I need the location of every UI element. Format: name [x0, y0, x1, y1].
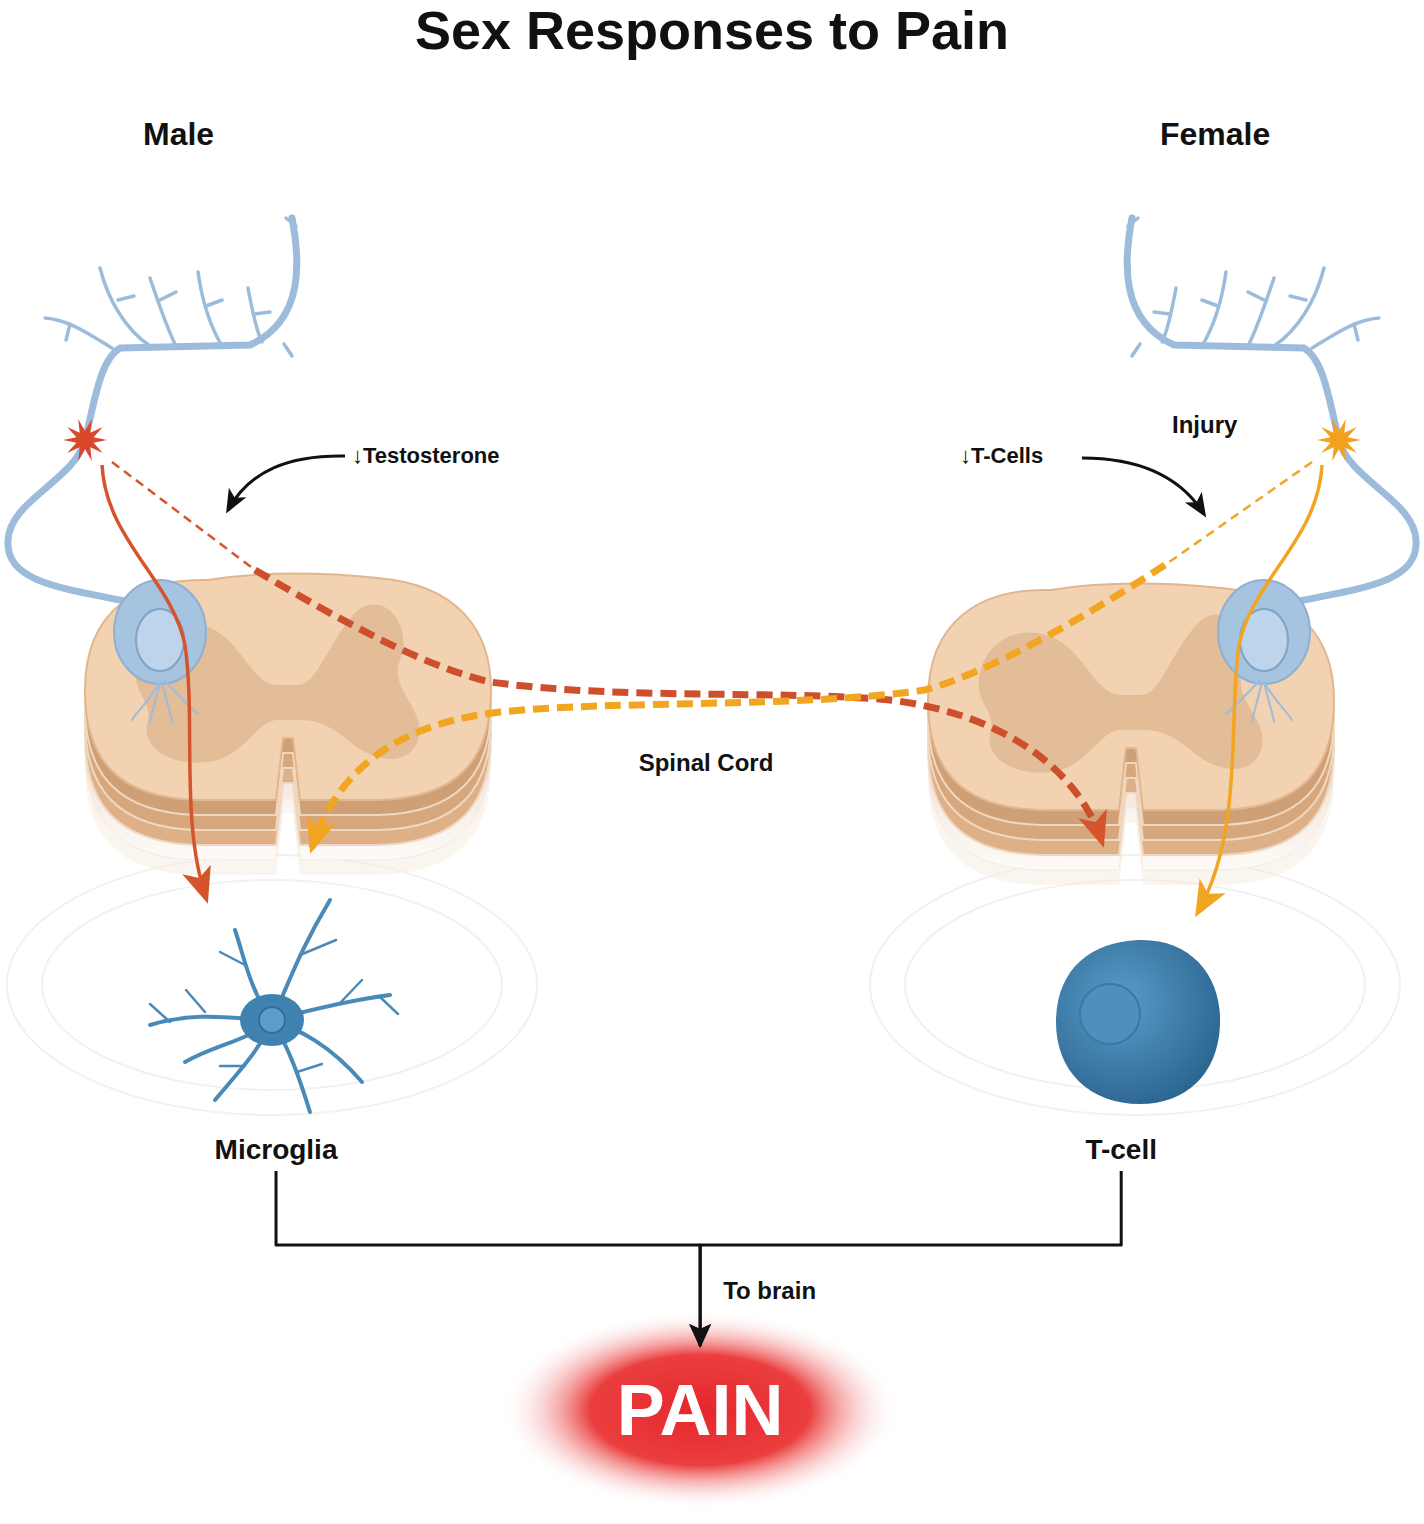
injury-label: Injury: [1172, 411, 1237, 440]
pain-box: PAIN: [601, 1346, 800, 1458]
pain-pathways: [102, 462, 1322, 912]
node-text: PAIN: [617, 1374, 784, 1446]
cell-label-box: T-cell: [1079, 1133, 1163, 1167]
bracket-connector: [276, 1171, 700, 1346]
curved-arrow: [228, 456, 345, 510]
cell-process: [186, 990, 205, 1012]
cell-process: [380, 997, 398, 1014]
cell-process: [220, 952, 245, 965]
injury-star: [1317, 419, 1361, 461]
structure-label: Spinal Cord: [639, 749, 774, 778]
factor-label: ↓T-Cells: [960, 443, 1043, 469]
cell-body: [240, 994, 304, 1046]
cell-process: [297, 1064, 322, 1072]
cell-process: [150, 1004, 170, 1022]
t-cell: [1056, 940, 1220, 1104]
cell-nucleus: [1080, 984, 1140, 1044]
edge-label: To brain: [720, 1277, 819, 1306]
injury-star: [63, 419, 107, 461]
diagram-title: Sex Responses to Pain: [0, 0, 1424, 62]
cell-process: [300, 940, 336, 955]
factor-label: ↓Testosterone: [352, 443, 500, 469]
node-text: T-cell: [1085, 1136, 1157, 1164]
dashed-pathway: [112, 462, 255, 570]
sex-heading: Female: [1160, 115, 1270, 153]
cell-label-box: Microglia: [209, 1133, 344, 1167]
ripples: [7, 855, 1400, 1115]
male-neuron: [8, 218, 297, 722]
dashed-pathway: [312, 565, 1165, 848]
ripple: [42, 880, 502, 1090]
solid-pathway: [102, 465, 206, 898]
sex-heading: Male: [143, 115, 214, 153]
microglia-cell: [150, 900, 398, 1112]
bracket-connector: [700, 1171, 1121, 1346]
cell-nucleus: [259, 1007, 285, 1033]
curved-arrow: [1082, 458, 1204, 514]
solid-pathway: [1198, 465, 1322, 912]
ripple: [870, 855, 1400, 1115]
node-text: Microglia: [215, 1136, 338, 1164]
cell-process: [340, 980, 362, 1003]
ripple: [7, 855, 537, 1115]
female-neuron: [1127, 218, 1416, 722]
cell-process: [220, 1065, 245, 1068]
cell-body: [1056, 940, 1220, 1104]
